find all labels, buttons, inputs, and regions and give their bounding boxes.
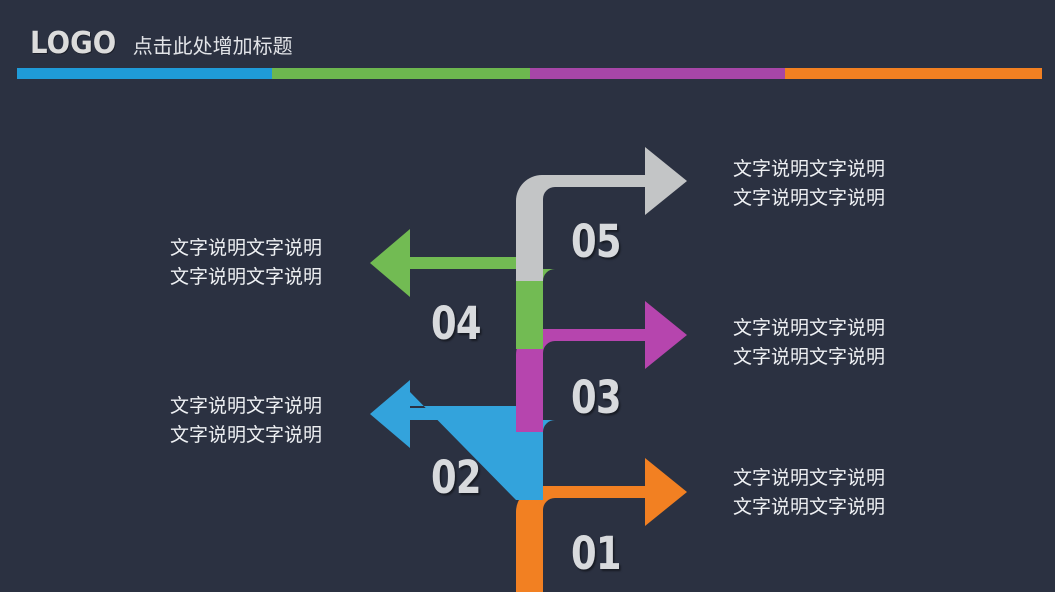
step-caption-01-line2: 文字说明文字说明 bbox=[733, 496, 886, 518]
step-caption-02-line2: 文字说明文字说明 bbox=[169, 424, 322, 446]
header-title-row: LOGO 点击此处增加标题 bbox=[30, 26, 293, 61]
colorbar-segment-purple bbox=[530, 68, 785, 79]
step-caption-05-line1: 文字说明文字说明 bbox=[733, 158, 886, 180]
logo-text: LOGO bbox=[30, 26, 117, 61]
step-caption-04-line1: 文字说明文字说明 bbox=[169, 237, 322, 259]
step-caption-04: 文字说明文字说明 文字说明文字说明 bbox=[110, 234, 322, 292]
arrow-shape-01[interactable] bbox=[516, 458, 687, 592]
step-caption-03: 文字说明文字说明 文字说明文字说明 bbox=[733, 314, 885, 372]
arrow-shape-04[interactable] bbox=[370, 229, 555, 349]
arrow-shape-05[interactable] bbox=[516, 147, 687, 281]
step-number-05: 05 bbox=[571, 215, 622, 268]
header-colorbar bbox=[17, 68, 1042, 79]
step-caption-03-line2: 文字说明文字说明 bbox=[733, 346, 886, 368]
arrow-shape-03[interactable] bbox=[516, 301, 687, 432]
step-number-01: 01 bbox=[571, 527, 622, 580]
step-caption-04-line2: 文字说明文字说明 bbox=[169, 266, 322, 288]
step-caption-05: 文字说明文字说明 文字说明文字说明 bbox=[733, 155, 885, 213]
step-caption-03-line1: 文字说明文字说明 bbox=[733, 317, 886, 339]
step-caption-02: 文字说明文字说明 文字说明文字说明 bbox=[110, 392, 322, 450]
page-title: 点击此处增加标题 bbox=[132, 34, 293, 58]
colorbar-segment-orange bbox=[785, 68, 1042, 79]
colorbar-segment-green bbox=[272, 68, 530, 79]
step-caption-05-line2: 文字说明文字说明 bbox=[733, 187, 886, 209]
step-number-02: 02 bbox=[431, 451, 482, 504]
step-caption-01-line1: 文字说明文字说明 bbox=[733, 467, 886, 489]
step-caption-02-line1: 文字说明文字说明 bbox=[169, 395, 322, 417]
step-number-03: 03 bbox=[571, 371, 622, 424]
slide-header: LOGO 点击此处增加标题 bbox=[0, 0, 1055, 90]
arrow-shape-02-body[interactable] bbox=[370, 380, 555, 500]
colorbar-segment-blue bbox=[17, 68, 272, 79]
step-caption-01: 文字说明文字说明 文字说明文字说明 bbox=[733, 464, 885, 522]
step-number-04: 04 bbox=[431, 297, 482, 350]
